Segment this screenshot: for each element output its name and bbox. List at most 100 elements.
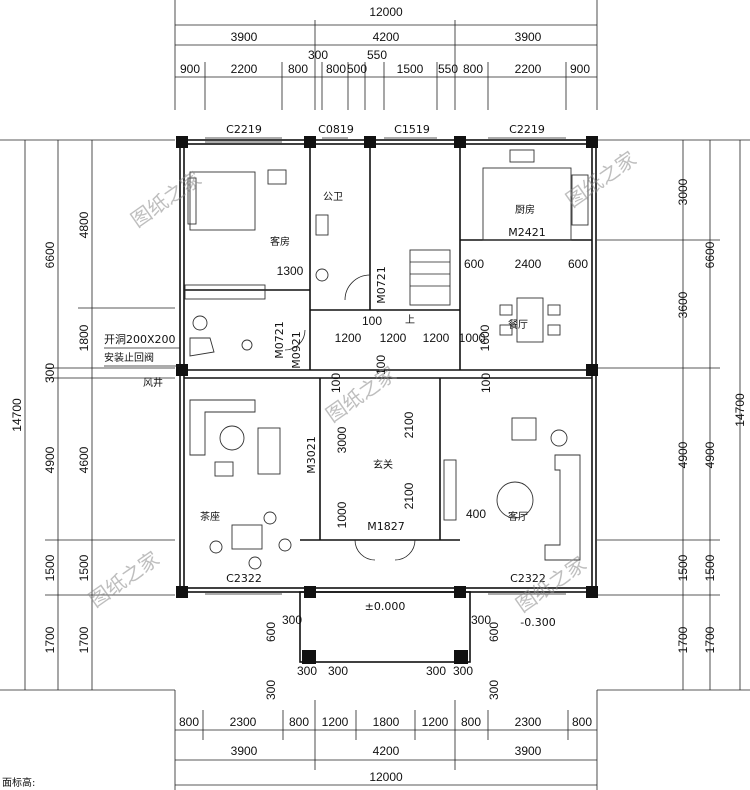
- toilet-icon: [315, 268, 329, 282]
- kitchen-counter-icon: [482, 167, 572, 241]
- sofa-icon: [189, 399, 256, 456]
- top-seg-9: 550: [438, 62, 458, 76]
- top-dim-b: 4200: [373, 30, 400, 44]
- int-dim-300-g: 300: [264, 680, 278, 700]
- tv-cabinet-icon: [443, 459, 457, 521]
- interior-dimensions: 1300 1200 100 1200 1200 1000 600 2400 60…: [264, 257, 588, 700]
- left-inner-4: 1500: [77, 554, 91, 581]
- room-label-bedroom: 客房: [270, 235, 290, 248]
- top-seg-3: 800: [288, 62, 308, 76]
- window-marks: [205, 137, 566, 595]
- top-seg-10: 800: [463, 62, 483, 76]
- top-dimensions: 12000 3900 4200 3900 900 2200 800 300 80…: [174, 0, 598, 110]
- right-outer-4: 1500: [703, 554, 717, 581]
- door-label-m0921: M0921: [290, 331, 303, 369]
- int-dim-2400: 2400: [515, 257, 542, 271]
- left-total-dim: 14700: [10, 398, 24, 432]
- vent-note-1: 开洞200X200: [104, 333, 176, 346]
- bottom-dim-a: 3900: [231, 744, 258, 758]
- int-dim-600-b: 600: [568, 257, 588, 271]
- left-inner-1: 4800: [77, 211, 91, 238]
- tea-table-icon: [231, 524, 263, 550]
- bottom-dim-c: 3900: [515, 744, 542, 758]
- living-sofa-icon: [544, 454, 581, 561]
- stair-up-label: 上: [405, 314, 415, 326]
- int-dim-3000: 3000: [335, 426, 349, 453]
- top-seg-7: 550: [367, 48, 387, 62]
- bed-icon: [189, 171, 256, 231]
- int-dim-1300: 1300: [277, 264, 304, 278]
- door-label-m0721-a: M0721: [375, 266, 388, 304]
- top-seg-1: 900: [180, 62, 200, 76]
- stove-icon: [509, 149, 535, 163]
- int-dim-400: 400: [466, 507, 486, 521]
- left-outer-4: 1500: [43, 554, 57, 581]
- watermarks: 图纸之家 图纸之家 图纸之家 图纸之家 图纸之家: [84, 146, 640, 617]
- watermark-4: 图纸之家: [84, 546, 163, 612]
- room-label-kitchen: 厨房: [515, 203, 535, 216]
- int-dim-100-a: 100: [362, 314, 382, 328]
- int-dim-100-c: 100: [329, 373, 343, 393]
- top-seg-12: 900: [570, 62, 590, 76]
- int-dim-600-a: 600: [464, 257, 484, 271]
- sink-icon: [315, 214, 329, 236]
- left-outer-2: 300: [43, 363, 57, 383]
- int-dim-1000-b: 1000: [335, 501, 349, 528]
- footer-note: 面标高:: [2, 776, 35, 789]
- wardrobe-icon: [184, 284, 266, 300]
- room-label-tearoom: 茶座: [200, 510, 220, 523]
- room-label-living: 客厅: [508, 510, 528, 523]
- bottom-seg-2: 2300: [230, 715, 257, 729]
- door-label-m0721-b: M0721: [273, 321, 286, 359]
- room-label-toilet: 公卫: [323, 192, 343, 203]
- left-outer-1: 6600: [43, 241, 57, 268]
- right-inner-1: 3000: [676, 178, 690, 205]
- furniture: [184, 149, 589, 570]
- chair-icon: [267, 169, 287, 185]
- room-label-dining: 餐厅: [508, 318, 528, 331]
- left-dimensions: 14700 6600 300 4900 1500 1700 4800 1800 …: [0, 139, 175, 691]
- living-coffee-table-icon: [496, 481, 534, 519]
- door-swings: [284, 274, 416, 561]
- bottom-seg-6: 1200: [422, 715, 449, 729]
- living-armchair-icon: [511, 417, 537, 441]
- window-label-c2219-right: C2219: [509, 123, 545, 136]
- int-dim-300-h: 300: [487, 680, 501, 700]
- window-label-c0819: C0819: [318, 123, 354, 136]
- bottom-seg-8: 2300: [515, 715, 542, 729]
- level-mark-minus: -0.300: [520, 616, 555, 629]
- bottom-seg-7: 800: [461, 715, 481, 729]
- top-dim-c: 3900: [515, 30, 542, 44]
- vent-note-2: 安装止回阀: [104, 351, 154, 364]
- right-total-dim: 14700: [733, 393, 747, 427]
- int-dim-600-d: 600: [487, 622, 501, 642]
- bottom-seg-3: 800: [289, 715, 309, 729]
- coffee-table-icon: [219, 425, 245, 451]
- right-inner-100: 100: [479, 373, 493, 393]
- int-dim-2100-a: 2100: [402, 411, 416, 438]
- top-seg-11: 2200: [515, 62, 542, 76]
- bottom-seg-9: 800: [572, 715, 592, 729]
- toilet-icon-2: [192, 315, 208, 331]
- int-dim-1200-b: 1200: [380, 331, 407, 345]
- int-dim-1600: 1600: [478, 324, 492, 351]
- top-seg-5: 800: [326, 62, 346, 76]
- door-label-m1827: M1827: [367, 520, 405, 533]
- int-dim-2100-b: 2100: [402, 482, 416, 509]
- window-label-c2219-left: C2219: [226, 123, 262, 136]
- basin-icon: [241, 339, 253, 351]
- room-label-foyer: 玄关: [373, 458, 393, 471]
- dining-table-icon: [516, 297, 544, 343]
- bottom-dim-b: 4200: [373, 744, 400, 758]
- int-dim-100-b: 100: [374, 355, 388, 375]
- left-outer-3: 4900: [43, 446, 57, 473]
- int-dim-1200-a: 1200: [335, 331, 362, 345]
- left-inner-3: 4600: [77, 446, 91, 473]
- armchair-icon: [257, 427, 281, 475]
- bottom-seg-5: 1800: [373, 715, 400, 729]
- right-outer-5: 1700: [703, 626, 717, 653]
- lamp-icon: [550, 429, 568, 447]
- fridge-icon: [571, 174, 589, 226]
- int-dim-300-d: 300: [426, 664, 446, 678]
